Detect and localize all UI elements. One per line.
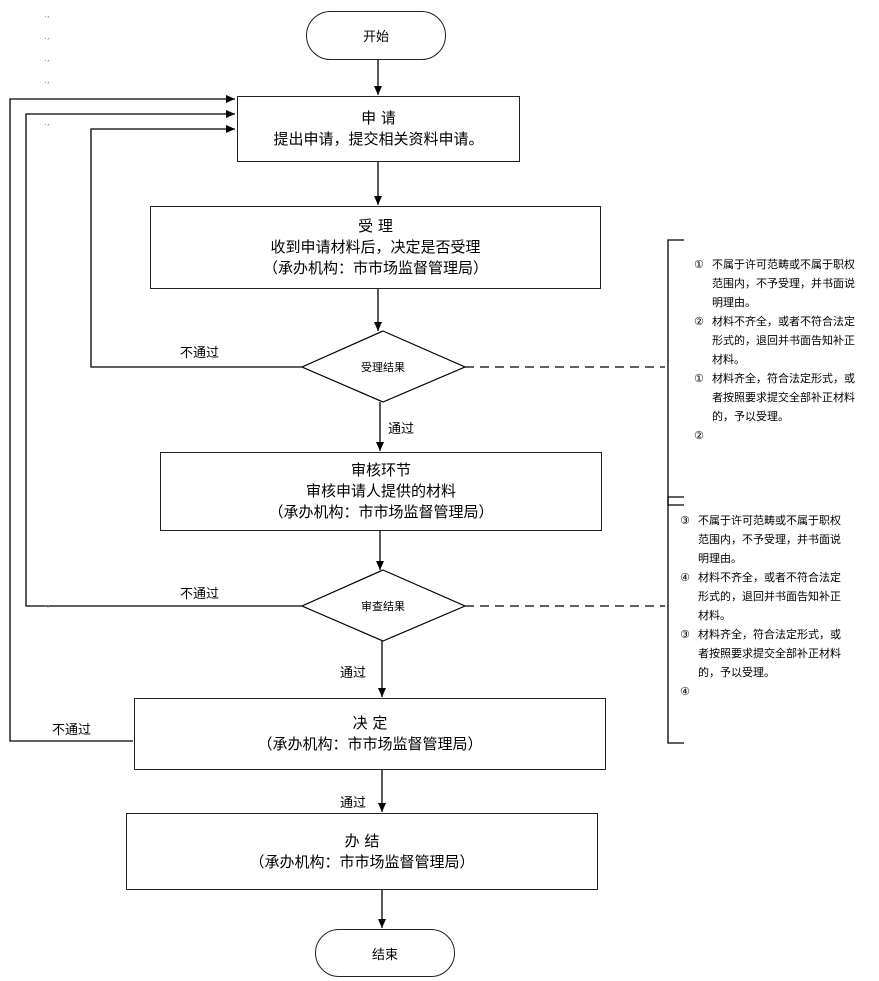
accept-desc: 收到申请材料后，决定是否受理 xyxy=(270,238,481,256)
margin-mark: ., xyxy=(44,76,50,86)
fail-label-accept: 不通过 xyxy=(180,346,220,361)
apply-title: 申 请 xyxy=(361,109,396,127)
accept-notes: ① 不属于许可范畴或不属于职权范围内，不予受理，并书面说明理由。 ② 材料不齐全… xyxy=(694,255,858,445)
review-notes: ③ 不属于许可范畴或不属于职权范围内，不予受理，并书面说明理由。 ④ 材料不齐全… xyxy=(680,511,844,701)
finish-box: 办 结 （承办机构：市市场监督管理局） xyxy=(126,813,598,890)
note-num: ③ xyxy=(680,628,690,641)
fail-label-review: 不通过 xyxy=(180,587,220,602)
pass-label-accept: 通过 xyxy=(388,422,415,437)
note-num: ③ xyxy=(680,514,690,527)
loop-decision-fail xyxy=(9,95,235,742)
note-item: ② 材料不齐全，或者不符合法定形式的，退回并书面告知补正材料。 xyxy=(694,312,858,369)
note-item: ④ xyxy=(680,682,844,701)
bracket-review xyxy=(667,496,684,744)
decision-title: 决 定 xyxy=(352,714,388,732)
note-text xyxy=(698,682,844,701)
pass-label-decision: 通过 xyxy=(340,796,367,811)
end-node: 结束 xyxy=(315,929,455,977)
note-text xyxy=(712,426,858,445)
accept-box: 受 理 收到申请材料后，决定是否受理 （承办机构：市市场监督管理局） xyxy=(150,206,601,289)
finish-title: 办 结 xyxy=(344,831,380,850)
accept-title: 受 理 xyxy=(358,217,393,235)
note-num: ① xyxy=(694,258,704,271)
margin-mark: ., xyxy=(44,10,50,20)
pass-label-review: 通过 xyxy=(340,666,367,681)
note-text: 材料齐全，符合法定形式，或者按照要求提交全部补正材料的，予以受理。 xyxy=(698,628,841,679)
decision-box: 决 定 （承办机构：市市场监督管理局） xyxy=(134,698,606,770)
start-label: 开始 xyxy=(362,30,389,45)
review-agency: （承办机构：市市场监督管理局） xyxy=(268,503,494,521)
apply-desc: 提出申请，提交相关资料申请。 xyxy=(273,130,484,148)
margin-mark: ., xyxy=(44,54,50,64)
decision-agency: （承办机构：市市场监督管理局） xyxy=(257,735,483,753)
accept-result-diamond xyxy=(300,330,467,403)
note-item: ② xyxy=(694,426,858,445)
note-text: 不属于许可范畴或不属于职权范围内，不予受理，并书面说明理由。 xyxy=(698,514,841,565)
note-item: ④ 材料不齐全，或者不符合法定形式的，退回并书面告知补正材料。 xyxy=(680,568,844,625)
review-title: 审核环节 xyxy=(350,461,411,479)
accept-result-label: 受理结果 xyxy=(361,361,405,374)
review-result-diamond xyxy=(300,569,467,642)
note-num: ④ xyxy=(680,571,690,584)
note-text: 材料齐全，符合法定形式，或者按照要求提交全部补正材料的，予以受理。 xyxy=(712,372,855,423)
note-num: ④ xyxy=(680,685,690,698)
margin-mark: ., xyxy=(44,600,50,610)
note-text: 不属于许可范畴或不属于职权范围内，不予受理，并书面说明理由。 xyxy=(712,258,855,309)
margin-mark: ., xyxy=(44,32,50,42)
note-text: 材料不齐全，或者不符合法定形式的，退回并书面告知补正材料。 xyxy=(712,315,855,366)
accept-agency: （承办机构：市市场监督管理局） xyxy=(262,259,488,277)
loop-accept-fail xyxy=(90,125,302,368)
review-desc: 审核申请人提供的材料 xyxy=(305,482,456,500)
note-item: ① 不属于许可范畴或不属于职权范围内，不予受理，并书面说明理由。 xyxy=(694,255,858,312)
note-text: 材料不齐全，或者不符合法定形式的，退回并书面告知补正材料。 xyxy=(698,571,841,622)
end-label: 结束 xyxy=(371,947,398,963)
loop-review-fail xyxy=(25,110,302,607)
review-result-label: 审查结果 xyxy=(361,600,405,613)
apply-box: 申 请 提出申请，提交相关资料申请。 xyxy=(237,96,520,162)
note-item: ① 材料齐全，符合法定形式，或者按照要求提交全部补正材料的，予以受理。 xyxy=(694,369,858,426)
start-node: 开始 xyxy=(306,11,446,60)
finish-agency: （承办机构：市市场监督管理局） xyxy=(249,852,475,871)
note-num: ① xyxy=(694,372,704,385)
note-num: ② xyxy=(694,429,704,442)
fail-label-decision: 不通过 xyxy=(52,723,92,738)
note-item: ③ 材料齐全，符合法定形式，或者按照要求提交全部补正材料的，予以受理。 xyxy=(680,625,844,682)
margin-mark: ., xyxy=(44,118,50,128)
bracket-accept xyxy=(667,239,684,506)
review-box: 审核环节 审核申请人提供的材料 （承办机构：市市场监督管理局） xyxy=(160,452,602,531)
note-num: ② xyxy=(694,315,704,328)
note-item: ③ 不属于许可范畴或不属于职权范围内，不予受理，并书面说明理由。 xyxy=(680,511,844,568)
